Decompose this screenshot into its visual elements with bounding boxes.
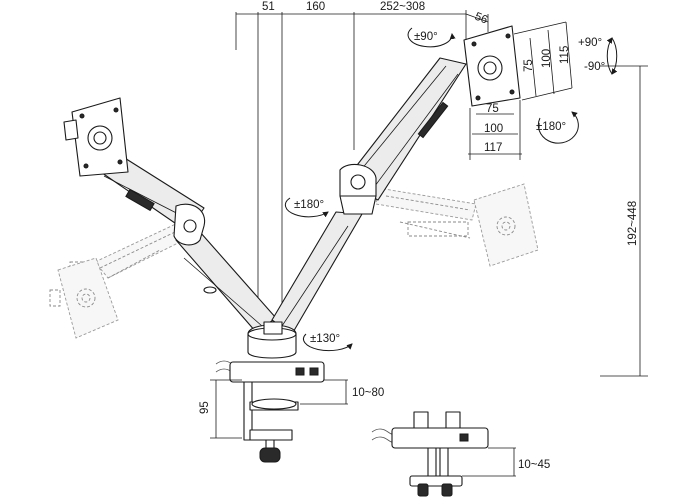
top-dimension-lines	[235, 10, 489, 50]
desk-clamp	[215, 360, 325, 463]
ghost-right-arm	[375, 187, 477, 239]
swivel-right-180: ±180°	[536, 121, 566, 133]
rotation-arrow-base	[303, 333, 353, 352]
vesa-100-vertical: 100	[541, 49, 553, 68]
vesa-115-vertical: 115	[559, 46, 571, 64]
dim-160: 160	[306, 1, 325, 13]
base-rotation-130: ±130°	[310, 333, 340, 345]
left-monitor-plate	[63, 97, 129, 177]
base-joint	[247, 321, 297, 359]
dim-10-80: 10~80	[352, 387, 384, 399]
tilt-up-90: +90°	[578, 37, 602, 49]
swivel-mid-180: ±180°	[294, 199, 324, 211]
dim-95: 95	[199, 401, 211, 414]
lower-arm-left	[175, 231, 277, 333]
dim-10-45: 10~45	[518, 459, 550, 471]
central-pole	[257, 12, 355, 316]
dim-252-308: 252~308	[380, 1, 425, 13]
vesa-100-horizontal: 100	[484, 123, 503, 135]
ghost-left-monitor-plate	[49, 257, 119, 339]
rotation-arrow-swivel-right	[537, 111, 579, 144]
vesa-dimension-lines	[468, 21, 573, 160]
grommet-dimension-lines	[462, 447, 516, 477]
rotation-panel-90: ±90°	[414, 31, 438, 43]
rotation-arrow-panel	[407, 27, 456, 48]
vesa-75-vertical: 75	[523, 59, 535, 72]
right-monitor-plate	[463, 25, 521, 107]
dim-192-448: 192~448	[627, 201, 639, 246]
rotation-arrow-tilt	[606, 37, 618, 75]
clamp-dimension-lines	[210, 379, 348, 439]
grommet-mount	[371, 411, 489, 497]
tilt-down-90: -90°	[584, 61, 605, 73]
dim-56: 56	[473, 11, 489, 27]
upper-arm-right	[339, 57, 467, 215]
ghost-right-monitor-plate	[473, 183, 539, 267]
vesa-75-horizontal: 75	[486, 103, 499, 115]
vesa-117-horizontal: 117	[484, 142, 502, 154]
height-dimension-lines	[600, 65, 648, 377]
lower-arm-right	[271, 211, 363, 335]
dim-51: 51	[262, 1, 275, 13]
rotation-arrow-swivel-mid	[284, 197, 329, 218]
